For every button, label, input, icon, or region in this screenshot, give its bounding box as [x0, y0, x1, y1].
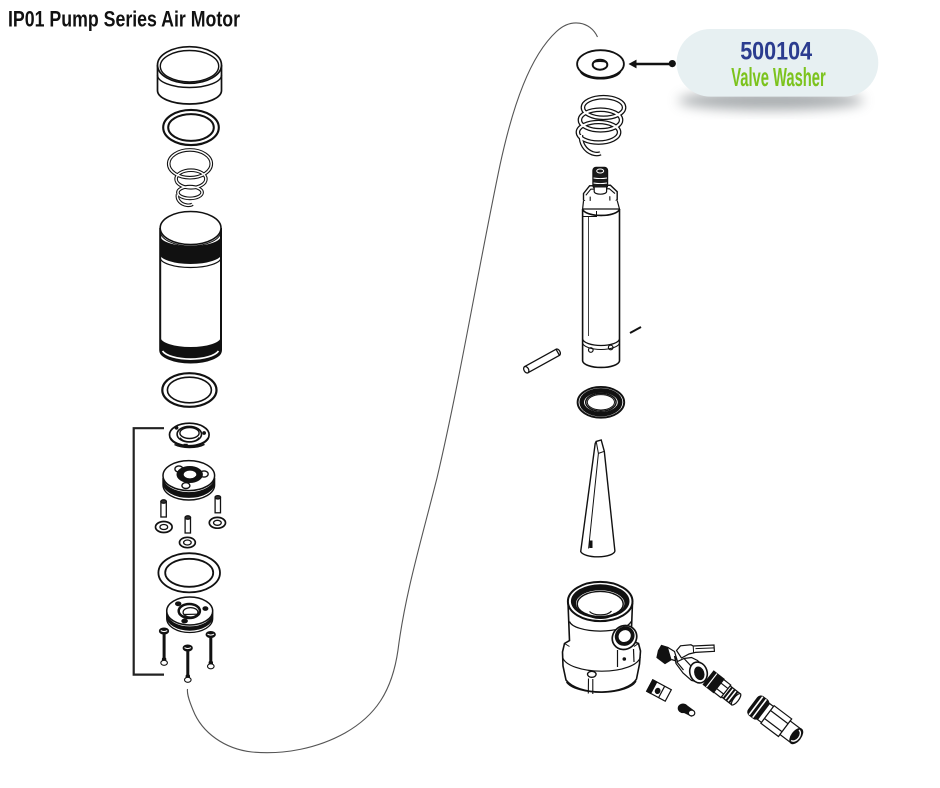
svg-text:500104: 500104: [740, 37, 812, 65]
svg-text:IP01 Pump Series Air Motor: IP01 Pump Series Air Motor: [8, 7, 240, 32]
svg-text:Valve Washer: Valve Washer: [731, 62, 826, 92]
